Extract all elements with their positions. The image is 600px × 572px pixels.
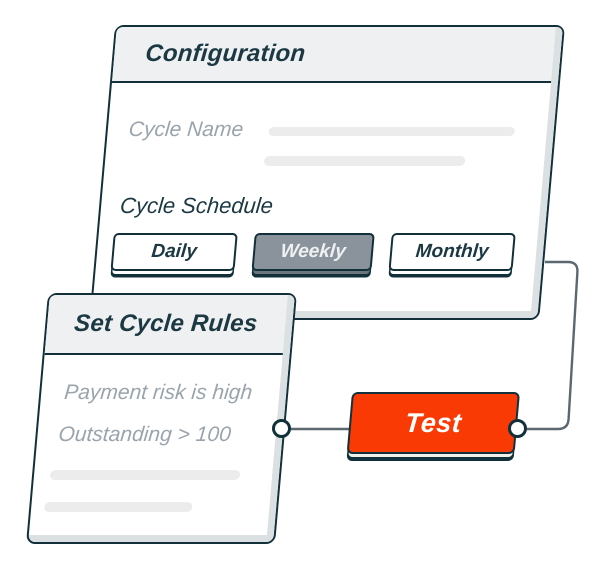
connector-port-left[interactable] bbox=[272, 419, 291, 438]
rule-skeleton-bar-2 bbox=[43, 502, 193, 512]
rule-text-2: Outstanding > 100 bbox=[57, 423, 232, 446]
test-button[interactable]: Test bbox=[346, 392, 520, 454]
rules-card: Set Cycle Rules Payment risk is high Out… bbox=[26, 293, 298, 544]
cycle-name-label: Cycle Name bbox=[127, 118, 245, 141]
rule-skeleton-bar-1 bbox=[49, 470, 241, 480]
connector-line-config-to-test bbox=[527, 260, 579, 431]
schedule-options-row: Daily Weekly Monthly bbox=[110, 233, 516, 271]
configuration-card: Configuration Cycle Name Cycle Schedule … bbox=[89, 25, 565, 320]
rule-text-1: Payment risk is high bbox=[63, 381, 254, 404]
cycle-name-input-skeleton bbox=[268, 127, 516, 136]
rules-title: Set Cycle Rules bbox=[73, 310, 259, 337]
rules-card-header: Set Cycle Rules bbox=[44, 295, 295, 355]
configuration-title: Configuration bbox=[144, 40, 307, 67]
cycle-name-input-skeleton-2 bbox=[263, 156, 466, 166]
connector-port-right[interactable] bbox=[508, 419, 527, 438]
configuration-card-header: Configuration bbox=[111, 27, 563, 83]
schedule-option-daily[interactable]: Daily bbox=[110, 233, 238, 271]
cycle-schedule-label: Cycle Schedule bbox=[119, 193, 275, 218]
schedule-option-weekly[interactable]: Weekly bbox=[251, 233, 375, 271]
schedule-option-monthly[interactable]: Monthly bbox=[388, 233, 516, 271]
